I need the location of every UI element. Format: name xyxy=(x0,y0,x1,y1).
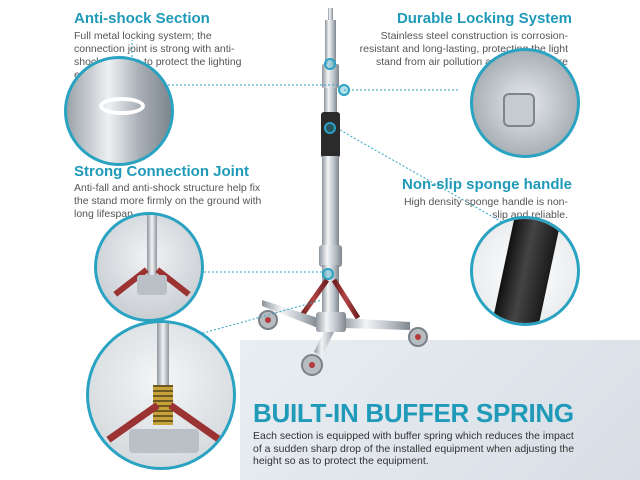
top-tube xyxy=(325,20,336,64)
locking-title: Durable Locking System xyxy=(396,10,572,27)
anti-shock-title: Anti-shock Section xyxy=(74,10,210,27)
detail-circle-spring xyxy=(86,320,236,470)
marker-top xyxy=(324,58,336,70)
leg-hub xyxy=(319,245,342,267)
marker-sponge xyxy=(324,122,336,134)
leg-brace-left xyxy=(297,278,330,320)
spring-desc: Each section is equipped with buffer spr… xyxy=(253,430,575,467)
joint-title: Strong Connection Joint xyxy=(74,163,249,180)
spring-title: BUILT-IN BUFFER SPRING xyxy=(253,398,574,428)
spring-icon xyxy=(153,385,173,425)
spigot xyxy=(328,8,333,22)
base-leg-right xyxy=(342,318,410,330)
sponge-title: Non-slip sponge handle xyxy=(401,176,572,193)
main-tube xyxy=(322,156,339,251)
base-hub xyxy=(316,312,346,332)
joint-desc: Anti-fall and anti-shock structure help … xyxy=(74,182,262,220)
marker-joint xyxy=(322,268,334,280)
lock-knob-icon xyxy=(503,93,535,127)
sponge-grip-icon xyxy=(492,219,560,323)
base-leg-left xyxy=(262,300,318,328)
sponge-handle xyxy=(321,112,340,158)
marker-locking xyxy=(338,84,350,96)
detail-circle-anti-shock xyxy=(64,56,174,166)
detail-circle-joint xyxy=(94,212,204,322)
base-leg-front xyxy=(314,326,336,356)
leader-sponge xyxy=(339,129,517,231)
shock-ring-icon xyxy=(99,97,145,115)
upper-knob-collar xyxy=(322,64,339,88)
leg-brace-right xyxy=(331,278,361,320)
detail-circle-sponge xyxy=(470,216,580,326)
detail-circle-locking xyxy=(470,48,580,158)
